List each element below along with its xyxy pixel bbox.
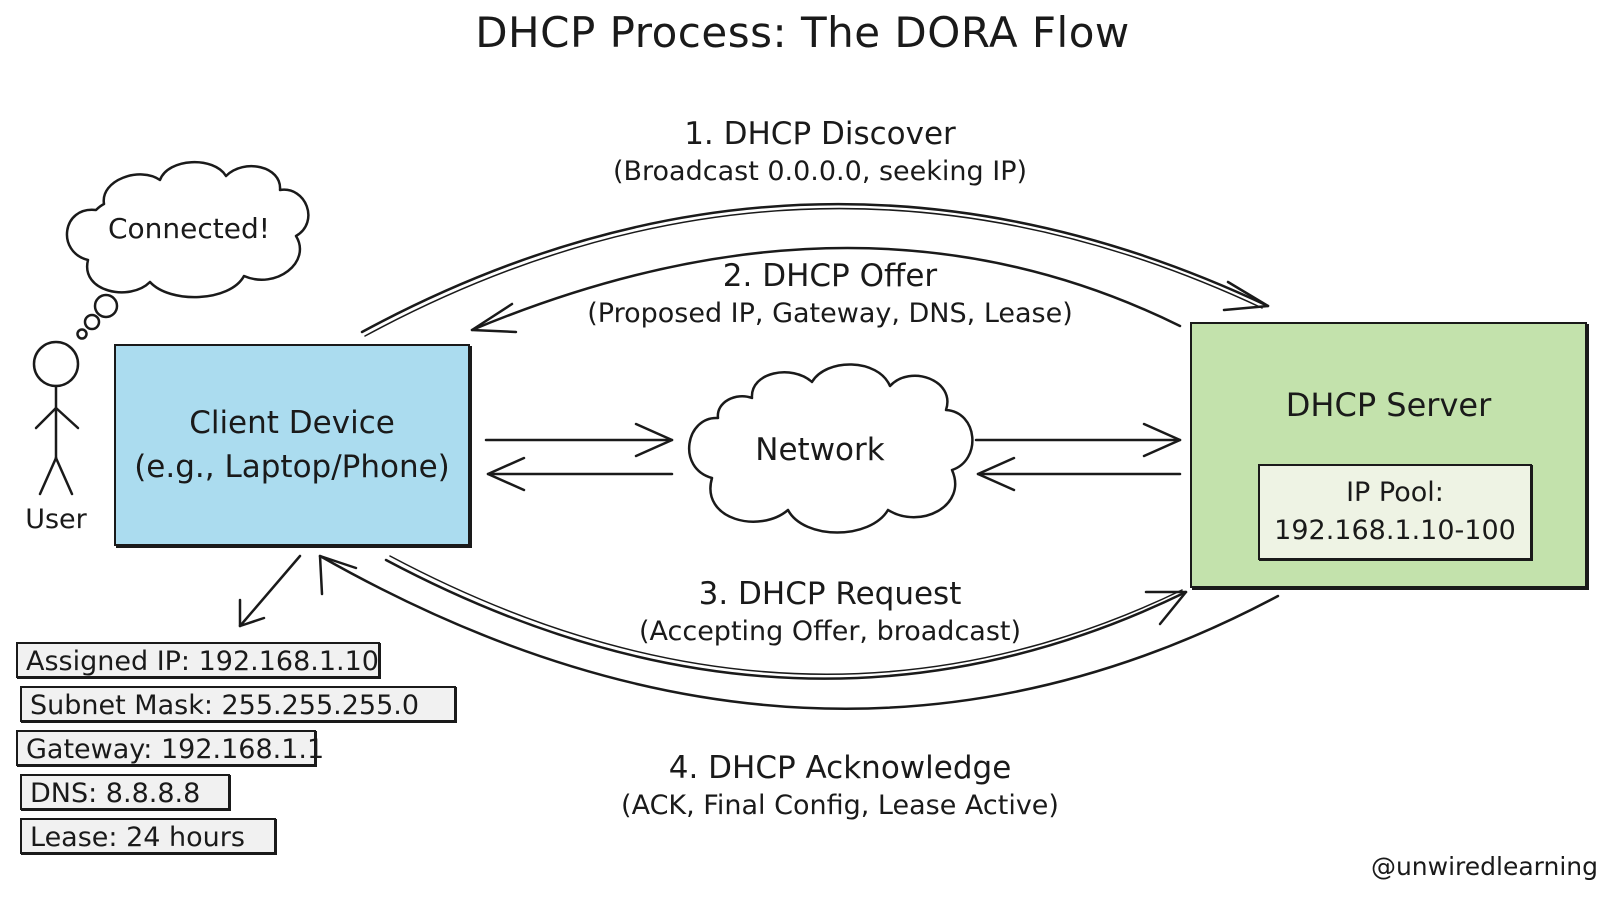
config-item-assigned-ip: Assigned IP: 192.168.1.10 (16, 642, 380, 678)
step-detail: (ACK, Final Config, Lease Active) (621, 790, 1059, 821)
client-device-title: Client Device (189, 405, 395, 441)
ack-arrow (318, 554, 1280, 710)
step-request-label: 3. DHCP Request (Accepting Offer, broadc… (540, 576, 1120, 647)
dhcp-server-box: DHCP Server IP Pool: 192.168.1.10-100 (1190, 322, 1587, 588)
client-device-box: Client Device (e.g., Laptop/Phone) (114, 344, 470, 546)
step-title: 3. DHCP Request (698, 576, 962, 612)
user-label: User (25, 504, 87, 535)
step-offer-label: 2. DHCP Offer (Proposed IP, Gateway, DNS… (520, 258, 1140, 329)
step-detail: (Proposed IP, Gateway, DNS, Lease) (587, 298, 1073, 329)
thought-bubble (65, 161, 310, 299)
step-detail: (Accepting Offer, broadcast) (638, 616, 1022, 647)
config-item-dns: DNS: 8.8.8.8 (20, 774, 230, 810)
ip-pool-label: IP Pool: (1346, 477, 1444, 508)
step-title: 1. DHCP Discover (684, 116, 956, 152)
step-title: 4. DHCP Acknowledge (668, 750, 1012, 786)
ip-pool-box: IP Pool: 192.168.1.10-100 (1258, 464, 1532, 560)
request-arrow (384, 558, 1188, 680)
client-device-subtitle: (e.g., Laptop/Phone) (134, 449, 450, 485)
network-cloud (687, 363, 974, 534)
user-stick-figure (32, 340, 80, 496)
network-label: Network (755, 432, 885, 468)
step-title: 2. DHCP Offer (722, 258, 938, 294)
client-to-config-arrow (238, 554, 302, 628)
ack-arrowhead (318, 554, 358, 596)
dhcp-server-title: DHCP Server (1285, 386, 1492, 424)
step-acknowledge-label: 4. DHCP Acknowledge (ACK, Final Config, … (530, 750, 1150, 821)
thought-text: Connected! (108, 212, 270, 245)
config-item-gateway: Gateway: 192.168.1.1 (16, 730, 324, 766)
discover-arrowhead (1222, 280, 1270, 312)
offer-arrow (470, 246, 1182, 332)
ip-pool-range: 192.168.1.10-100 (1274, 515, 1516, 546)
page-title: DHCP Process: The DORA Flow (475, 8, 1130, 57)
config-item-subnet-mask: Subnet Mask: 255.255.255.0 (20, 686, 456, 722)
credit-handle: @unwiredlearning (1370, 852, 1598, 881)
step-discover-label: 1. DHCP Discover (Broadcast 0.0.0.0, see… (520, 116, 1120, 187)
step-detail: (Broadcast 0.0.0.0, seeking IP) (612, 156, 1028, 187)
request-arrowhead (1144, 590, 1188, 626)
discover-arrow (360, 202, 1270, 334)
config-item-lease: Lease: 24 hours (20, 818, 276, 854)
offer-arrowhead (470, 302, 518, 334)
